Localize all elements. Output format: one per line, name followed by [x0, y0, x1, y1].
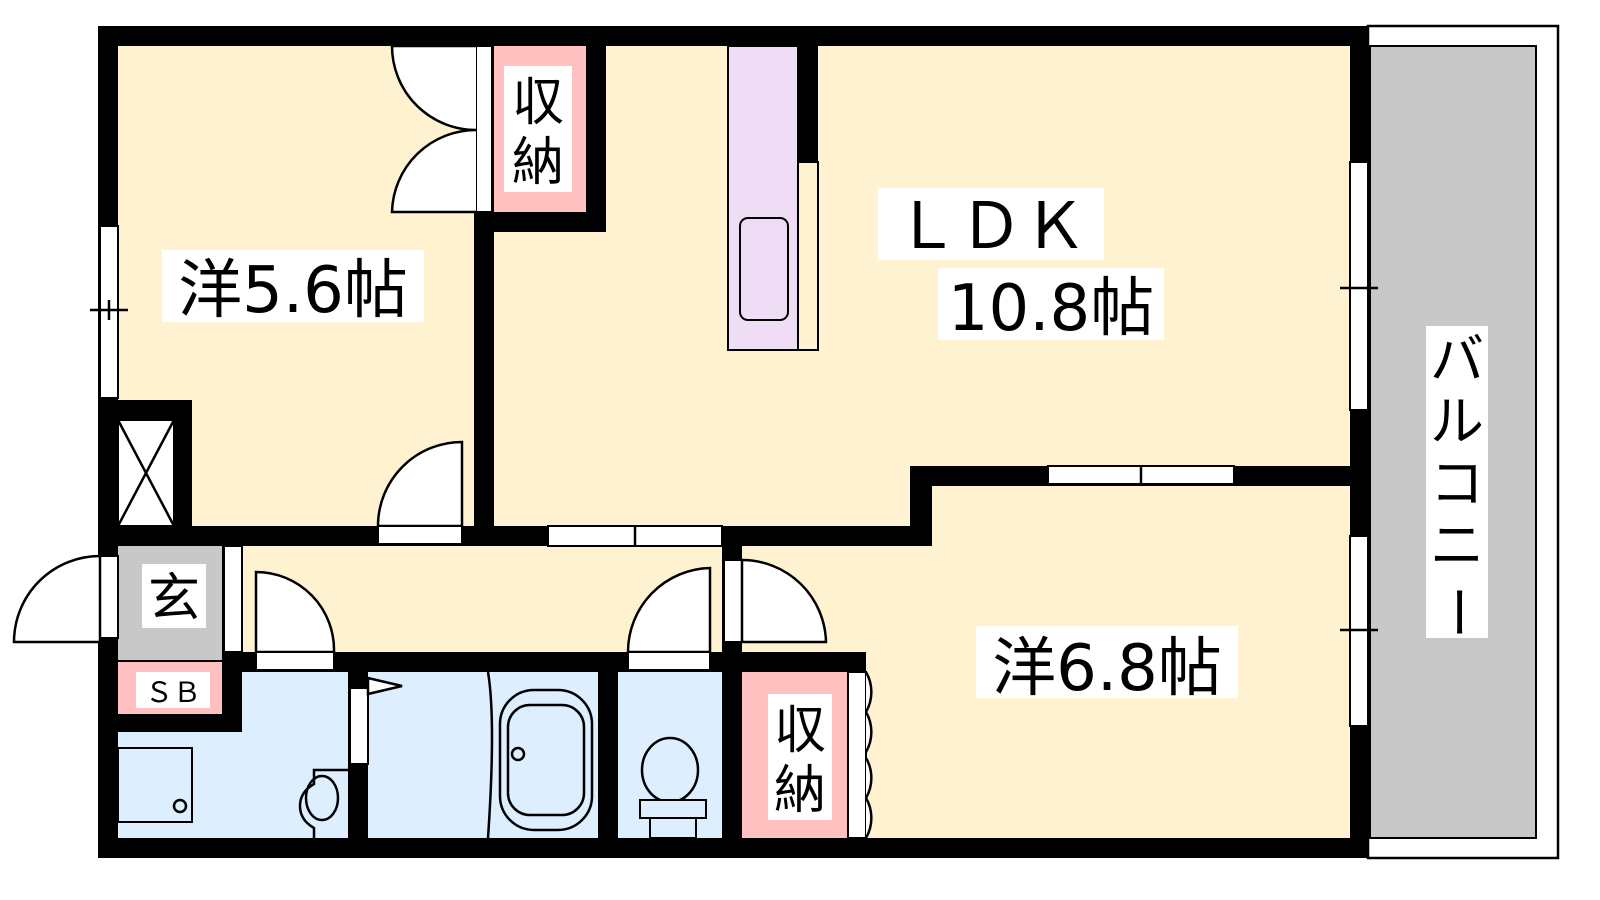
bath-folding-door[interactable] — [349, 687, 369, 765]
room-ldk-left — [494, 232, 606, 466]
room-ldk-lower — [494, 466, 910, 526]
label-bg — [142, 564, 206, 628]
label-bg — [938, 268, 1164, 340]
shoe-box-label: ＳＢ — [145, 676, 201, 709]
storage-a-label-2: 納 — [512, 133, 564, 193]
door-frame — [377, 525, 463, 545]
vanity-icon — [298, 768, 348, 838]
balcony-char: ー — [1426, 585, 1489, 639]
washing-machine-icon — [117, 747, 193, 823]
entrance-step — [223, 545, 243, 653]
kitchen-wall — [798, 46, 818, 162]
door-handle-icon — [366, 676, 403, 696]
washroom-door[interactable] — [254, 570, 336, 654]
western-a-label: 洋5.6帖 — [178, 254, 408, 328]
label-bg — [1426, 326, 1488, 638]
ldk-label: ＬＤＫ — [895, 190, 1087, 264]
bathtub-inner — [506, 703, 586, 817]
closet-door[interactable] — [864, 671, 873, 839]
drain-icon — [172, 798, 188, 814]
front-door[interactable] — [12, 554, 102, 644]
balcony-char: ル — [1430, 390, 1484, 453]
washroom-upper — [242, 672, 348, 732]
entrance-label: 玄 — [148, 569, 200, 629]
label-bg — [504, 66, 572, 192]
storage-b-label-2: 納 — [774, 761, 826, 821]
label-bg — [976, 626, 1238, 698]
label-bg — [878, 188, 1104, 260]
ldk-size: 10.8帖 — [948, 272, 1155, 346]
balcony-char: ニ — [1430, 514, 1484, 577]
door-frame — [723, 559, 743, 643]
storage-b-label-1: 収 — [774, 701, 826, 761]
door-frame — [627, 651, 711, 671]
label-bg — [768, 694, 832, 820]
balcony-label: バ ル コ ニ ー — [1426, 328, 1489, 639]
door-frame — [255, 651, 335, 671]
storage-a-label-1: 収 — [512, 73, 564, 133]
basin-icon — [304, 774, 340, 822]
window-mark — [90, 300, 128, 320]
western-b-label: 洋6.8帖 — [992, 632, 1222, 706]
toilet-door[interactable] — [626, 566, 712, 654]
bath-divider — [486, 671, 494, 839]
pipe-space-cross-icon — [116, 419, 176, 527]
toilet-tank — [639, 799, 707, 819]
western-b-door[interactable] — [740, 558, 828, 644]
kitchen-bar — [797, 161, 819, 351]
closet-door-frame — [475, 45, 493, 213]
room-western-b-left2 — [866, 652, 932, 838]
front-door-frame — [99, 555, 119, 639]
storage-a-door[interactable] — [390, 44, 477, 214]
label-bg — [162, 250, 424, 322]
balcony-char: コ — [1430, 452, 1484, 515]
window-ldk[interactable] — [1349, 161, 1369, 411]
label-bg — [136, 672, 210, 708]
bathtub-icon — [498, 688, 594, 832]
bath-drain-icon — [510, 746, 526, 762]
closet-door-frame — [847, 671, 867, 839]
sink-icon — [739, 217, 789, 321]
toilet-base — [649, 817, 697, 839]
balcony-char: バ — [1430, 328, 1484, 391]
western-a-door[interactable] — [376, 440, 464, 528]
bathroom — [368, 672, 598, 838]
